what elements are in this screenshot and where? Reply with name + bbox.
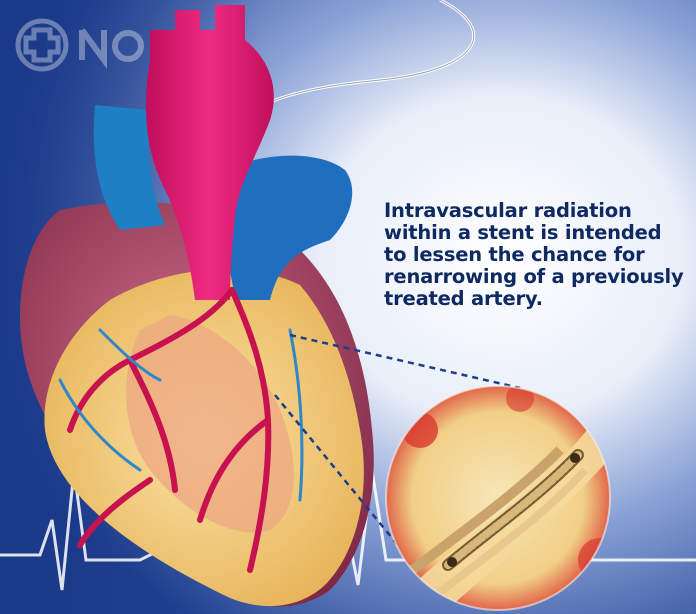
caption-text: Intravascular radiation within a stent i… [384, 200, 694, 310]
caption-line-4: renarrowing of a previously [384, 266, 694, 288]
caption-line-1: Intravascular radiation [384, 200, 694, 222]
caption-line-3: to lessen the chance for [384, 244, 694, 266]
caption-line-2: within a stent is intended [384, 222, 694, 244]
caption-line-5: treated artery. [384, 288, 694, 310]
